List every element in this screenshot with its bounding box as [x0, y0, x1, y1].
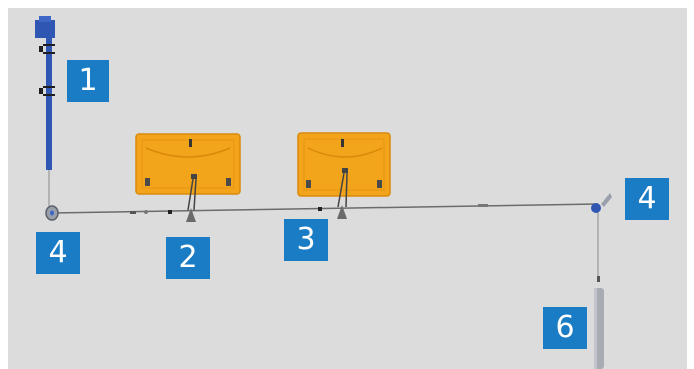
cable-clamp-icon-right — [337, 168, 348, 219]
door-panel-icon-right — [297, 132, 391, 197]
pulley-icon-right — [591, 193, 612, 213]
label-badge-weight: 6 — [543, 307, 587, 349]
label-badge-carrier-right: 3 — [284, 219, 328, 261]
label-badge-motor: 1 — [67, 60, 109, 102]
drive-motor-icon — [35, 16, 55, 170]
door-panel-icon-left — [135, 133, 241, 195]
cable-clamp-icon-left — [186, 174, 197, 222]
drive-cable — [51, 203, 599, 214]
label-badge-pulley-right: 4 — [625, 178, 669, 220]
pulley-icon-left — [45, 205, 59, 221]
diagram-canvas: 1 4 2 3 4 6 — [8, 8, 687, 369]
label-badge-pulley-left: 4 — [36, 232, 80, 274]
label-badge-carrier-left: 2 — [166, 237, 210, 279]
cable-drive-diagram — [35, 16, 612, 369]
counterweight-icon — [594, 276, 604, 369]
